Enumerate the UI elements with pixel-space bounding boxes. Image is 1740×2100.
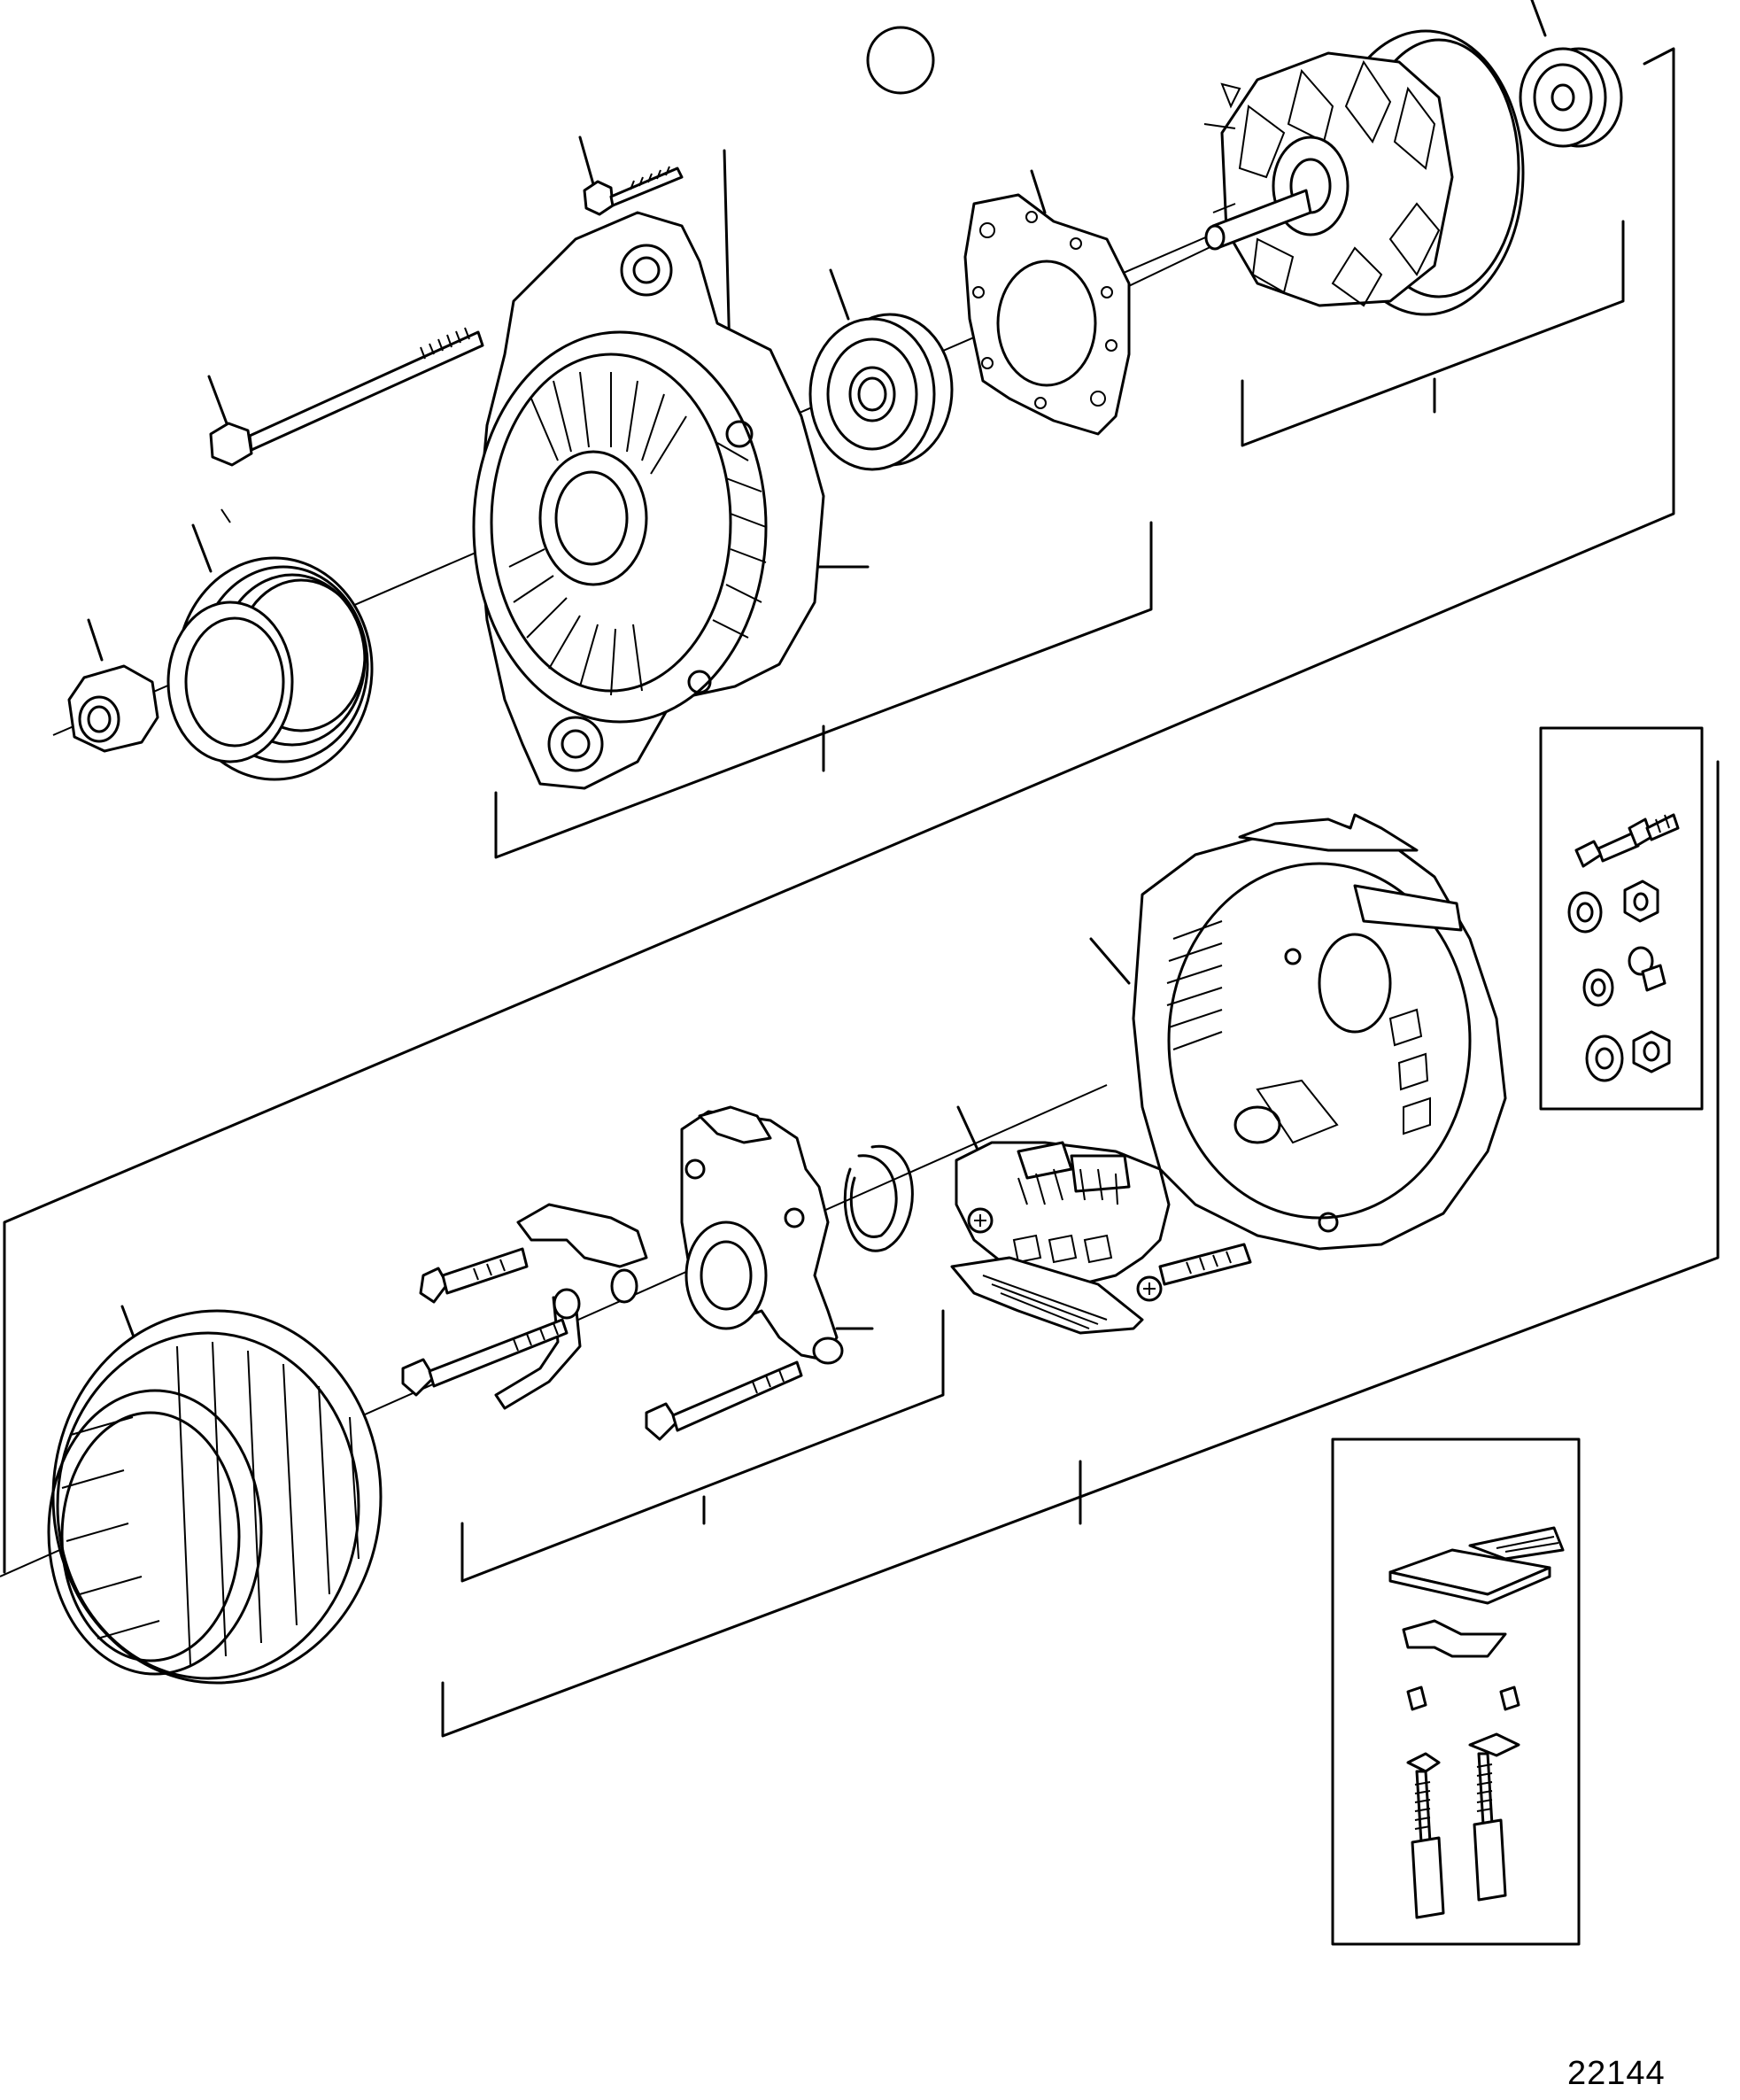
assembly-brackets <box>3 47 1720 1738</box>
snap-ring <box>843 1144 914 1252</box>
figure-number: 22144 <box>1567 2055 1666 2092</box>
pulley <box>166 556 374 781</box>
bearing-front <box>808 313 954 471</box>
through-bolt-long <box>209 327 484 467</box>
brush-holder-screws <box>401 1247 803 1441</box>
brush-screws <box>1406 1685 1520 1711</box>
bracket-brush-holder <box>460 1309 945 1583</box>
inset-hardware-kit <box>1539 726 1704 1111</box>
bearing-retainer-plate <box>963 193 1131 436</box>
brush-holder-regulator <box>494 1105 844 1410</box>
brush-right <box>1468 1732 1520 1902</box>
bearing-rear <box>1519 47 1623 148</box>
bracket-rotor <box>1241 220 1625 447</box>
stator <box>47 1309 383 1685</box>
bracket-pulley-end-assembly <box>3 47 1675 1574</box>
bolt-small <box>583 166 684 216</box>
rotor <box>1203 29 1525 316</box>
rectifier <box>950 1141 1252 1335</box>
drive-end-housing <box>472 211 825 790</box>
stud-bolt <box>1574 813 1680 868</box>
nut <box>67 664 159 753</box>
rear-housing <box>1132 813 1507 1251</box>
reference-circle-symbol <box>866 26 935 95</box>
callout-leaders <box>87 0 1547 1348</box>
inset-brush-kit <box>1331 1437 1581 1946</box>
insulator-small <box>1402 1619 1507 1658</box>
brush-left <box>1406 1752 1445 1919</box>
insulator-sheet <box>1388 1526 1565 1605</box>
